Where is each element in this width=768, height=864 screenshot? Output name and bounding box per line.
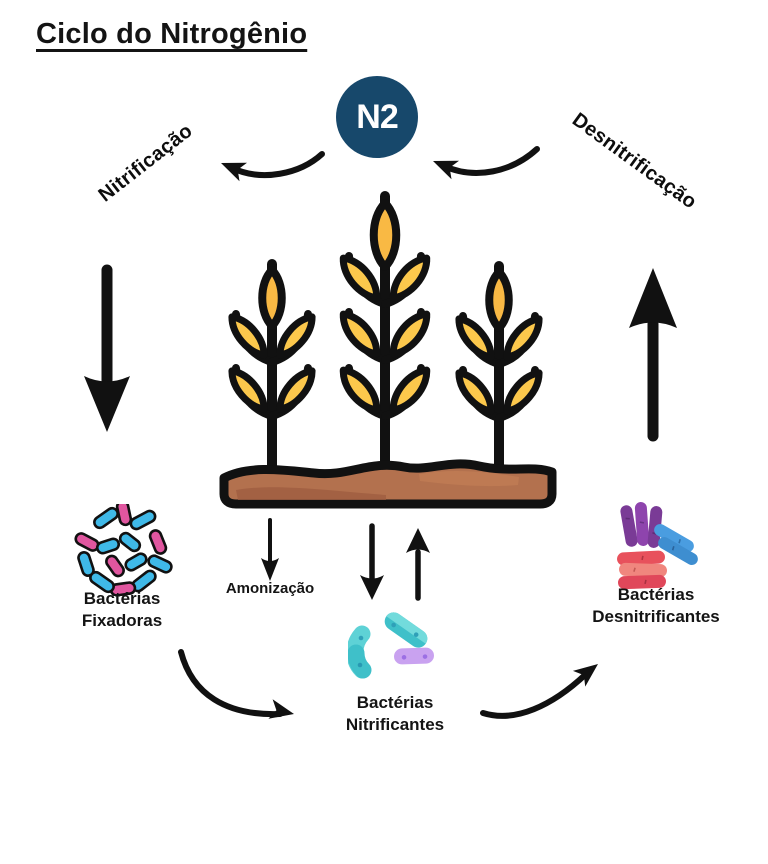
fixing-to-nitrifying-arrowhead bbox=[268, 699, 294, 719]
soil-down-arrowhead bbox=[360, 575, 384, 600]
soil-up-arrowhead bbox=[406, 528, 430, 553]
nitrification-arrowhead bbox=[221, 162, 247, 182]
fixing-to-nitrifying-arrow bbox=[178, 649, 283, 718]
denitrifying-bacteria-icon bbox=[617, 502, 698, 590]
nitrification-arrow bbox=[229, 151, 325, 179]
fixation-down-arrowhead bbox=[84, 376, 130, 432]
fixing-bacteria-icon bbox=[74, 504, 173, 596]
denitrification-up-arrowhead bbox=[629, 268, 677, 328]
ammonization-arrowhead bbox=[261, 558, 279, 581]
denitrification-arrowhead bbox=[433, 160, 459, 180]
denitrifying-bacteria-label-line1: Bactérias bbox=[617, 585, 695, 604]
n2-circle: N2 bbox=[336, 76, 418, 158]
nitrifying-to-denitrifying-arrowhead bbox=[572, 664, 598, 687]
fixing-bacteria-label: Bactérias Fixadoras bbox=[32, 588, 212, 633]
denitrifying-bacteria-label: Bactérias Desnitrificantes bbox=[550, 584, 762, 629]
nitrifying-to-denitrifying-arrow bbox=[480, 671, 589, 719]
nitrifying-bacteria-label-line1: Bactérias bbox=[356, 693, 434, 712]
page-title: Ciclo do Nitrogênio bbox=[36, 18, 308, 50]
fixing-bacteria-label-line1: Bactérias bbox=[83, 589, 161, 608]
nitrifying-bacteria-icon bbox=[348, 612, 434, 679]
fixing-bacteria-label-line2: Fixadoras bbox=[81, 611, 163, 631]
ammonization-label: Amonização bbox=[225, 580, 315, 597]
wheat-crop-icon bbox=[219, 191, 557, 509]
nitrifying-bacteria-label: Bactérias Nitrificantes bbox=[300, 692, 490, 737]
nitrifying-bacteria-label-line2: Nitrificantes bbox=[345, 715, 445, 735]
n2-label: N2 bbox=[356, 97, 398, 136]
denitrification-arrow bbox=[441, 146, 540, 176]
denitrifying-bacteria-label-line2: Desnitrificantes bbox=[592, 607, 720, 627]
